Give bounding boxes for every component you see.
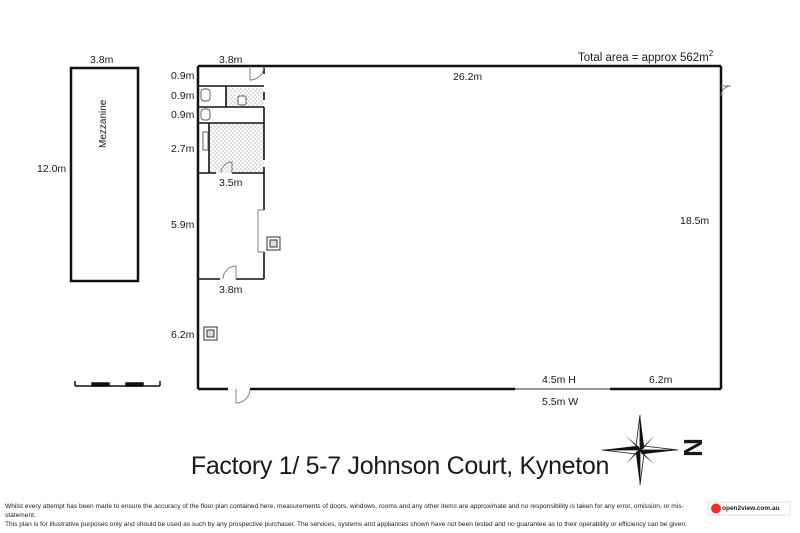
dim-wet-area: 2.7m (171, 143, 195, 155)
logo-frame (707, 501, 791, 516)
compass-rose (601, 414, 679, 486)
scale-bar (74, 381, 161, 387)
disclaimer-line-2: This plan is for illustrative purposes o… (5, 521, 687, 528)
total-area: Total area = approx 562m2 (578, 49, 714, 64)
disclaimer-line-1: Whilst every attempt has been made to en… (5, 503, 684, 519)
disclaimer: Whilst every attempt has been made to en… (5, 502, 705, 529)
mezzanine-label: Mezzanine (98, 99, 109, 148)
dim-door-height: 4.5m H (542, 374, 576, 386)
mezzanine-outline (69, 66, 140, 283)
dim-door-width: 5.5m W (542, 396, 579, 408)
amenity-walls (198, 66, 265, 280)
dim-office-bottom: 3.8m (219, 284, 243, 296)
dim-row1: 0.9m (171, 70, 195, 82)
door-swings (220, 65, 732, 404)
dim-row2: 0.9m (171, 90, 195, 102)
mezzanine-length: 12.0m (37, 163, 67, 175)
building-outline (196, 64, 723, 391)
dim-lower-left: 6.2m (171, 329, 195, 341)
office-furniture (203, 236, 281, 341)
fixtures (200, 88, 247, 151)
dim-right-bottom: 6.2m (649, 374, 673, 386)
dim-top-small-room: 3.8m (219, 54, 243, 66)
mezzanine-width: 3.8m (90, 54, 114, 66)
dim-office-width: 3.5m (219, 177, 243, 189)
tiled-wet-area (209, 123, 264, 173)
page-title: Factory 1/ 5-7 Johnson Court, Kyneton (190, 452, 610, 480)
dim-main-width: 26.2m (453, 71, 483, 83)
dim-office-depth: 5.9m (171, 219, 195, 231)
dim-row3: 0.9m (171, 109, 195, 121)
logo-mark (711, 503, 721, 514)
dim-main-depth: 18.5m (680, 215, 710, 227)
logo-text[interactable]: open2view.com.au (722, 505, 780, 512)
